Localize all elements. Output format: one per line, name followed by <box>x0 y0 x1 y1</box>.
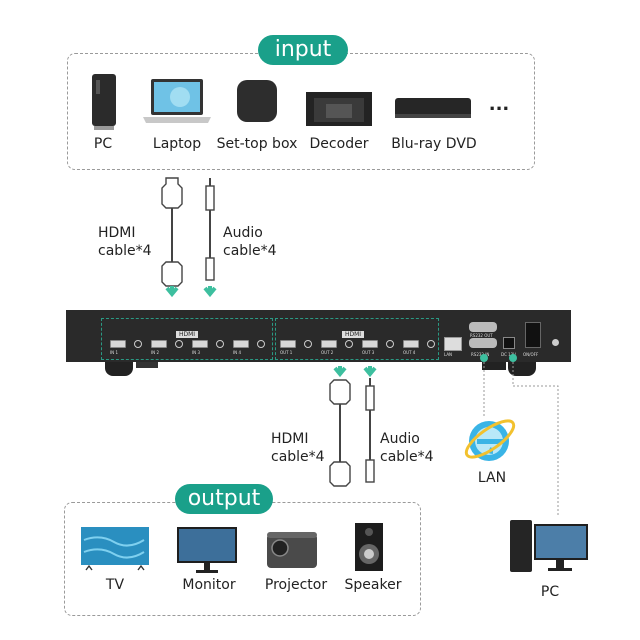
device-foot <box>105 362 133 376</box>
port-label: OUT 4 <box>403 350 416 355</box>
port-label: OUT 1 <box>280 350 293 355</box>
output-device-label: Monitor <box>182 577 236 593</box>
hdmi-port[interactable] <box>151 340 167 348</box>
output-title: output <box>187 486 261 511</box>
input-group-label: HDMI <box>176 331 199 338</box>
pc-tower-icon <box>92 74 116 130</box>
more-devices-ellipsis: ... <box>488 94 510 115</box>
hdmi-port[interactable] <box>192 340 208 348</box>
dc-power-label: DC 12V <box>501 352 516 357</box>
hdmi-port[interactable] <box>280 340 296 348</box>
desktop-pc-icon <box>510 520 588 572</box>
audio-cable-icon <box>363 366 377 483</box>
hdmi-cable-icon <box>161 177 183 298</box>
port-label: IN 3 <box>192 350 200 355</box>
device-foot <box>508 362 536 376</box>
port-label: OUT 3 <box>362 350 375 355</box>
connection-dot <box>509 354 517 362</box>
output-group-label: HDMI <box>342 331 365 338</box>
audio-jack[interactable] <box>386 340 394 348</box>
input-device-label: Set-top box <box>216 136 298 152</box>
decoder-icon <box>306 92 372 126</box>
bluray-player-icon <box>395 98 471 118</box>
rs232-in-port[interactable] <box>469 338 497 348</box>
output-audio-cable-caption: Audio cable*4 <box>380 431 434 465</box>
hdmi-port[interactable] <box>362 340 378 348</box>
tv-icon <box>81 527 149 571</box>
rs232-out-label: RS232 OUT <box>470 333 493 338</box>
lan-port[interactable] <box>444 337 462 351</box>
device-foot <box>136 362 158 368</box>
input-audio-cable-caption: Audio cable*4 <box>223 225 277 259</box>
input-title-pill: input <box>258 35 348 65</box>
dc-power-port[interactable] <box>503 337 515 349</box>
port-label: IN 2 <box>151 350 159 355</box>
projector-icon <box>267 532 317 568</box>
set-top-box-icon <box>237 80 277 122</box>
output-port-group <box>275 318 439 360</box>
input-device-label: Decoder <box>309 136 369 152</box>
device-foot <box>482 362 506 370</box>
audio-jack[interactable] <box>134 340 142 348</box>
hdmi-cable-icon <box>329 366 351 487</box>
input-device-label: PC <box>93 136 113 152</box>
speaker-icon <box>355 523 383 571</box>
audio-jack[interactable] <box>216 340 224 348</box>
hdmi-port[interactable] <box>233 340 249 348</box>
hdmi-port[interactable] <box>403 340 419 348</box>
port-label: OUT 2 <box>321 350 334 355</box>
port-label: IN 1 <box>110 350 118 355</box>
output-hdmi-cable-caption: HDMI cable*4 <box>271 431 325 465</box>
audio-jack[interactable] <box>304 340 312 348</box>
laptop-icon <box>143 79 211 123</box>
audio-cable-icon <box>203 178 217 298</box>
pc-control-label: PC <box>540 584 560 600</box>
output-device-label: Speaker <box>344 577 402 593</box>
output-device-label: Projector <box>264 577 328 593</box>
hdmi-port[interactable] <box>110 340 126 348</box>
audio-jack[interactable] <box>175 340 183 348</box>
output-title-pill: output <box>175 484 273 514</box>
audio-jack[interactable] <box>257 340 265 348</box>
lan-port-label: LAN <box>444 352 453 357</box>
audio-jack[interactable] <box>345 340 353 348</box>
input-title: input <box>274 37 332 62</box>
input-port-group <box>101 318 273 360</box>
port-label: IN 4 <box>233 350 241 355</box>
audio-jack[interactable] <box>427 340 435 348</box>
monitor-icon <box>177 527 237 573</box>
input-device-label: Blu-ray DVD <box>391 136 477 152</box>
ground-screw <box>552 339 559 346</box>
internet-explorer-icon <box>464 419 516 461</box>
input-hdmi-cable-caption: HDMI cable*4 <box>98 225 152 259</box>
input-device-label: Laptop <box>152 136 202 152</box>
output-device-label: TV <box>105 577 125 593</box>
rs232-out-port[interactable] <box>469 322 497 332</box>
hdmi-port[interactable] <box>321 340 337 348</box>
power-switch-label: ON/OFF <box>523 352 539 357</box>
power-switch[interactable] <box>525 322 541 348</box>
connection-dot <box>480 354 488 362</box>
lan-label: LAN <box>477 470 507 486</box>
